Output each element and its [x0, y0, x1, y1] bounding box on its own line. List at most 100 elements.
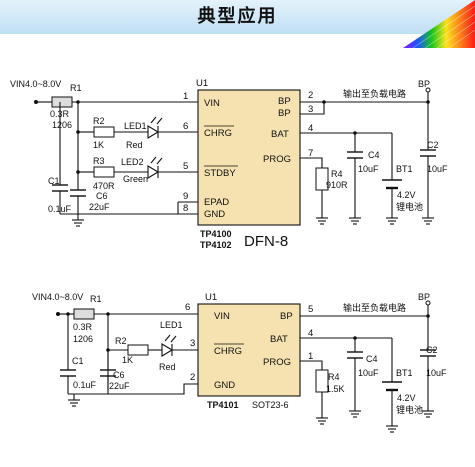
bt1-type: 锂电池	[396, 404, 423, 415]
pin-bat: BAT	[271, 129, 289, 140]
led1-diode	[161, 343, 174, 357]
r3-resistor	[93, 166, 115, 178]
pin-num: 8	[183, 203, 188, 214]
pin-num: 1	[308, 351, 313, 362]
pin-gnd: GND	[204, 209, 225, 220]
pin-vin: VIN	[214, 311, 230, 322]
c1-name: C1	[72, 356, 84, 366]
page-title: 典型应用	[197, 6, 278, 27]
pin-num: 5	[308, 304, 313, 315]
pin-bp: BP	[278, 96, 291, 107]
c2-value: 10uF	[426, 368, 447, 378]
r4-name: R4	[331, 169, 343, 179]
part-tp4102: TP4102	[200, 240, 232, 250]
pin-num: 3	[190, 338, 195, 349]
led1-name: LED1	[160, 320, 183, 330]
part-tp4100: TP4100	[200, 229, 232, 239]
pin-prog: PROG	[263, 357, 291, 368]
r3-value: 470R	[93, 181, 115, 191]
pin-num: 3	[308, 104, 313, 115]
c4-value: 10uF	[358, 368, 379, 378]
c4-name: C4	[368, 150, 380, 160]
u1-ref: U1	[205, 292, 217, 303]
r1-value: 0.3R	[73, 322, 93, 332]
circuit-2: VIN4.0~8.0V R1 0.3R 1206 R2 1K LED1 Red …	[32, 292, 447, 433]
package-label: DFN-8	[244, 233, 288, 250]
r1-size: 1206	[52, 120, 72, 130]
led1-name: LED1	[124, 121, 147, 131]
pin-num: 1	[183, 91, 188, 102]
r4-value: 910R	[326, 180, 348, 190]
r1-name: R1	[90, 294, 102, 304]
u1-ref: U1	[196, 78, 208, 89]
r1-resistor	[73, 308, 95, 320]
r4-value: 1.5K	[326, 384, 345, 394]
led2-color: Green	[123, 174, 148, 184]
pin-num: 2	[190, 372, 195, 383]
pin-num: 4	[308, 328, 313, 339]
c2-name: C2	[427, 140, 439, 150]
c1-name: C1	[48, 176, 60, 186]
r3-name: R3	[93, 156, 105, 166]
pin-stdby: STDBY	[204, 168, 236, 179]
c1-value: 0.1uF	[48, 204, 72, 214]
led2-diode	[147, 165, 160, 179]
r1-name: R1	[70, 83, 82, 93]
c2-value: 10uF	[427, 164, 448, 174]
c4-name: C4	[366, 354, 378, 364]
r2-resistor	[127, 344, 149, 356]
c6-name: C6	[113, 370, 125, 380]
pin-num: 9	[183, 191, 188, 202]
c2-name: C2	[426, 345, 438, 355]
r4-name: R4	[328, 372, 340, 382]
c6-value: 22uF	[89, 202, 110, 212]
c1-value: 0.1uF	[73, 380, 97, 390]
bp-label: BP	[418, 79, 430, 89]
pin-gnd: GND	[214, 380, 235, 391]
led1-diode	[147, 125, 160, 139]
bt1-type: 锂电池	[396, 201, 423, 212]
pin-bat: BAT	[270, 334, 288, 345]
c6-value: 22uF	[109, 381, 130, 391]
pin-prog: PROG	[263, 154, 291, 165]
bt1-name: BT1	[396, 368, 413, 378]
u1-ic-body	[197, 89, 301, 226]
rainbow-decoration	[403, 0, 475, 48]
pin-num: 2	[308, 90, 313, 101]
bp-label: BP	[418, 292, 430, 302]
r2-value: 1K	[93, 140, 104, 150]
pin-vin: VIN	[204, 98, 220, 109]
r2-name: R2	[93, 116, 105, 126]
led1-color: Red	[126, 140, 143, 150]
r2-name: R2	[115, 336, 127, 346]
c4-value: 10uF	[358, 164, 379, 174]
pin-num: 6	[183, 121, 188, 132]
pin-num: 6	[185, 302, 190, 313]
package-label: SOT23-6	[252, 400, 289, 410]
pin-num: 5	[183, 161, 188, 172]
bt1-voltage: 4.2V	[397, 190, 416, 200]
vin-label: VIN4.0~8.0V	[32, 292, 83, 302]
pin-num: 4	[308, 123, 313, 134]
pin-num: 7	[308, 148, 313, 159]
pin-bp: BP	[278, 108, 291, 119]
led1-color: Red	[159, 362, 176, 372]
part-tp4101: TP4101	[207, 400, 239, 410]
vin-label: VIN4.0~8.0V	[10, 79, 61, 89]
pin-bp: BP	[280, 311, 293, 322]
pin-chrg: CHRG	[214, 346, 242, 357]
r1-resistor	[51, 96, 73, 108]
led2-name: LED2	[121, 157, 144, 167]
pin-epad: EPAD	[204, 197, 229, 208]
u1-ic-body	[197, 303, 301, 397]
output-label: 输出至负载电路	[343, 88, 406, 99]
r2-value: 1K	[122, 355, 133, 365]
r2-resistor	[93, 126, 115, 138]
output-label: 输出至负载电路	[343, 302, 406, 313]
header-bar	[0, 0, 475, 34]
c6-name: C6	[96, 191, 108, 201]
r1-size: 1206	[73, 334, 93, 344]
bt1-name: BT1	[396, 164, 413, 174]
circuit-1: VIN4.0~8.0V R1 0.3R 1206 R2 1K LED1 Red …	[10, 78, 448, 250]
